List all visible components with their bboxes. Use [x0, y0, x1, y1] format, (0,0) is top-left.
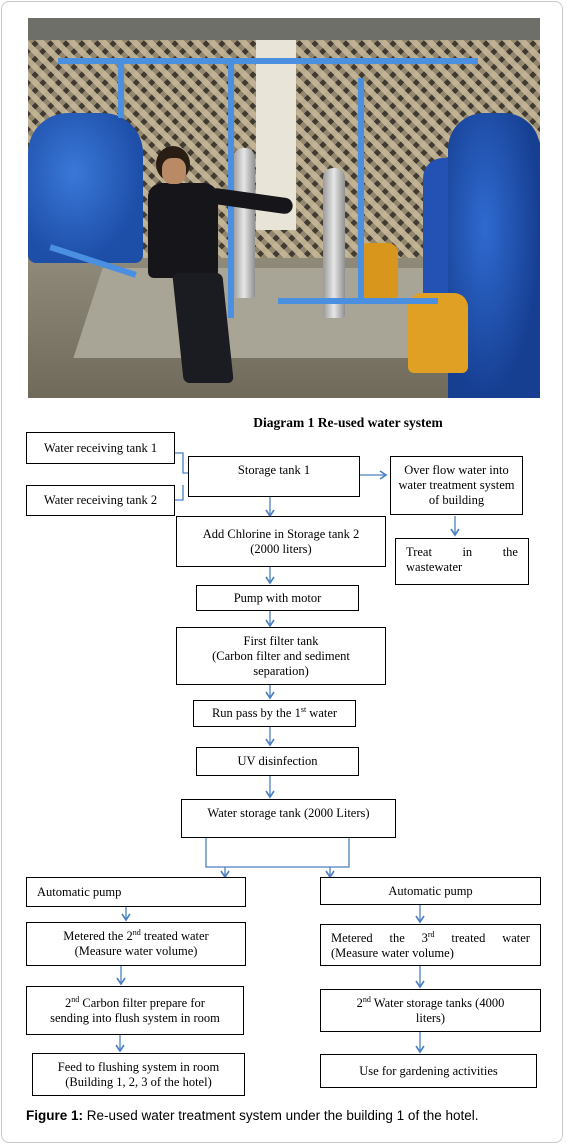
treated-word-label: treated — [451, 931, 486, 945]
metered-3rd-volume-label: (Measure water volume) — [331, 946, 454, 960]
storage-tank-1-box: Storage tank 1 — [188, 456, 360, 497]
metered-2nd-volume-label: (Measure water volume) — [74, 944, 198, 958]
treat-wastewater-box: Treat in the wastewater — [395, 538, 529, 585]
metered-2nd-box: Metered the 2nd treated water (Measure w… — [26, 922, 246, 966]
figure-caption-label: Figure 1: — [26, 1108, 84, 1123]
carbon-filter-2nd-label: 2nd Carbon filter prepare for — [65, 994, 205, 1010]
carbon-filter-2nd-box: 2nd Carbon filter prepare for sending in… — [26, 986, 244, 1035]
first-filter-tank-label: First filter tank — [243, 633, 319, 648]
figure-caption: Figure 1: Re-used water treatment system… — [26, 1108, 478, 1123]
wastewater-label: wastewater — [406, 560, 463, 574]
first-filter-tank-detail-label: (Carbon filter and sediment — [212, 648, 350, 663]
run-pass-label: Run pass by the 1st water — [211, 704, 338, 720]
third-label: 3rd — [421, 929, 435, 945]
the-word-label-2: the — [389, 931, 405, 945]
feed-flushing-label: Feed to flushing system in room — [57, 1059, 220, 1074]
automatic-pump-right-box: Automatic pump — [320, 877, 541, 905]
water-receiving-tank-2-box: Water receiving tank 2 — [26, 485, 175, 516]
figure-caption-text: Re-used water treatment system under the… — [83, 1108, 479, 1123]
diagram-title: Diagram 1 Re-used water system — [253, 415, 443, 430]
metered-word-label: Metered — [331, 931, 373, 945]
water-storage-tanks-2nd-volume-label: liters) — [415, 1010, 446, 1025]
uv-disinfection-box: UV disinfection — [196, 747, 359, 776]
metered-3rd-box: Metered the 3rd treated water (Measure w… — [320, 924, 541, 966]
add-chlorine-label: Add Chlorine in Storage tank 2 — [202, 526, 360, 541]
automatic-pump-right-label: Automatic pump — [388, 883, 473, 898]
run-pass-box: Run pass by the 1st water — [193, 700, 356, 727]
water-receiving-tank-1-label: Water receiving tank 1 — [43, 440, 158, 455]
treat-word-label: Treat — [406, 545, 432, 559]
gardening-box: Use for gardening activities — [320, 1054, 537, 1088]
pump-with-motor-label: Pump with motor — [233, 590, 322, 605]
water-storage-tanks-2nd-label: 2nd Water storage tanks (4000 — [356, 994, 505, 1010]
water-system-photo — [28, 18, 540, 398]
feed-flushing-building-label: (Building 1, 2, 3 of the hotel) — [65, 1074, 212, 1089]
add-chlorine-volume-label: (2000 liters) — [250, 541, 312, 556]
the-word-label: the — [502, 545, 518, 559]
metered-2nd-label: Metered the 2nd treated water — [63, 927, 209, 943]
overflow-box: Over flow water into water treatment sys… — [390, 456, 523, 515]
gardening-label: Use for gardening activities — [359, 1063, 498, 1078]
water-receiving-tank-2-label: Water receiving tank 2 — [43, 493, 158, 507]
automatic-pump-left-box: Automatic pump — [26, 877, 246, 907]
pump-with-motor-box: Pump with motor — [196, 585, 359, 611]
water-storage-tanks-2nd-box: 2nd Water storage tanks (4000 liters) — [320, 989, 541, 1032]
water-storage-tank-box: Water storage tank (2000 Liters) — [181, 799, 396, 838]
overflow-label: Over flow water into water treatment sys… — [398, 463, 515, 507]
first-filter-tank-detail-label-2: separation) — [253, 663, 309, 678]
storage-tank-1-label: Storage tank 1 — [237, 463, 311, 477]
add-chlorine-box: Add Chlorine in Storage tank 2 (2000 lit… — [176, 516, 386, 567]
first-filter-tank-box: First filter tank (Carbon filter and sed… — [176, 627, 386, 685]
automatic-pump-left-label: Automatic pump — [37, 884, 122, 899]
carbon-filter-2nd-detail-label: sending into flush system in room — [50, 1010, 220, 1025]
feed-flushing-box: Feed to flushing system in room (Buildin… — [32, 1053, 245, 1096]
in-word-label: in — [462, 545, 473, 559]
water-word-label: water — [502, 931, 530, 945]
water-storage-tank-label: Water storage tank (2000 Liters) — [207, 806, 370, 820]
uv-disinfection-label: UV disinfection — [237, 754, 318, 768]
water-receiving-tank-1-box: Water receiving tank 1 — [26, 432, 175, 464]
